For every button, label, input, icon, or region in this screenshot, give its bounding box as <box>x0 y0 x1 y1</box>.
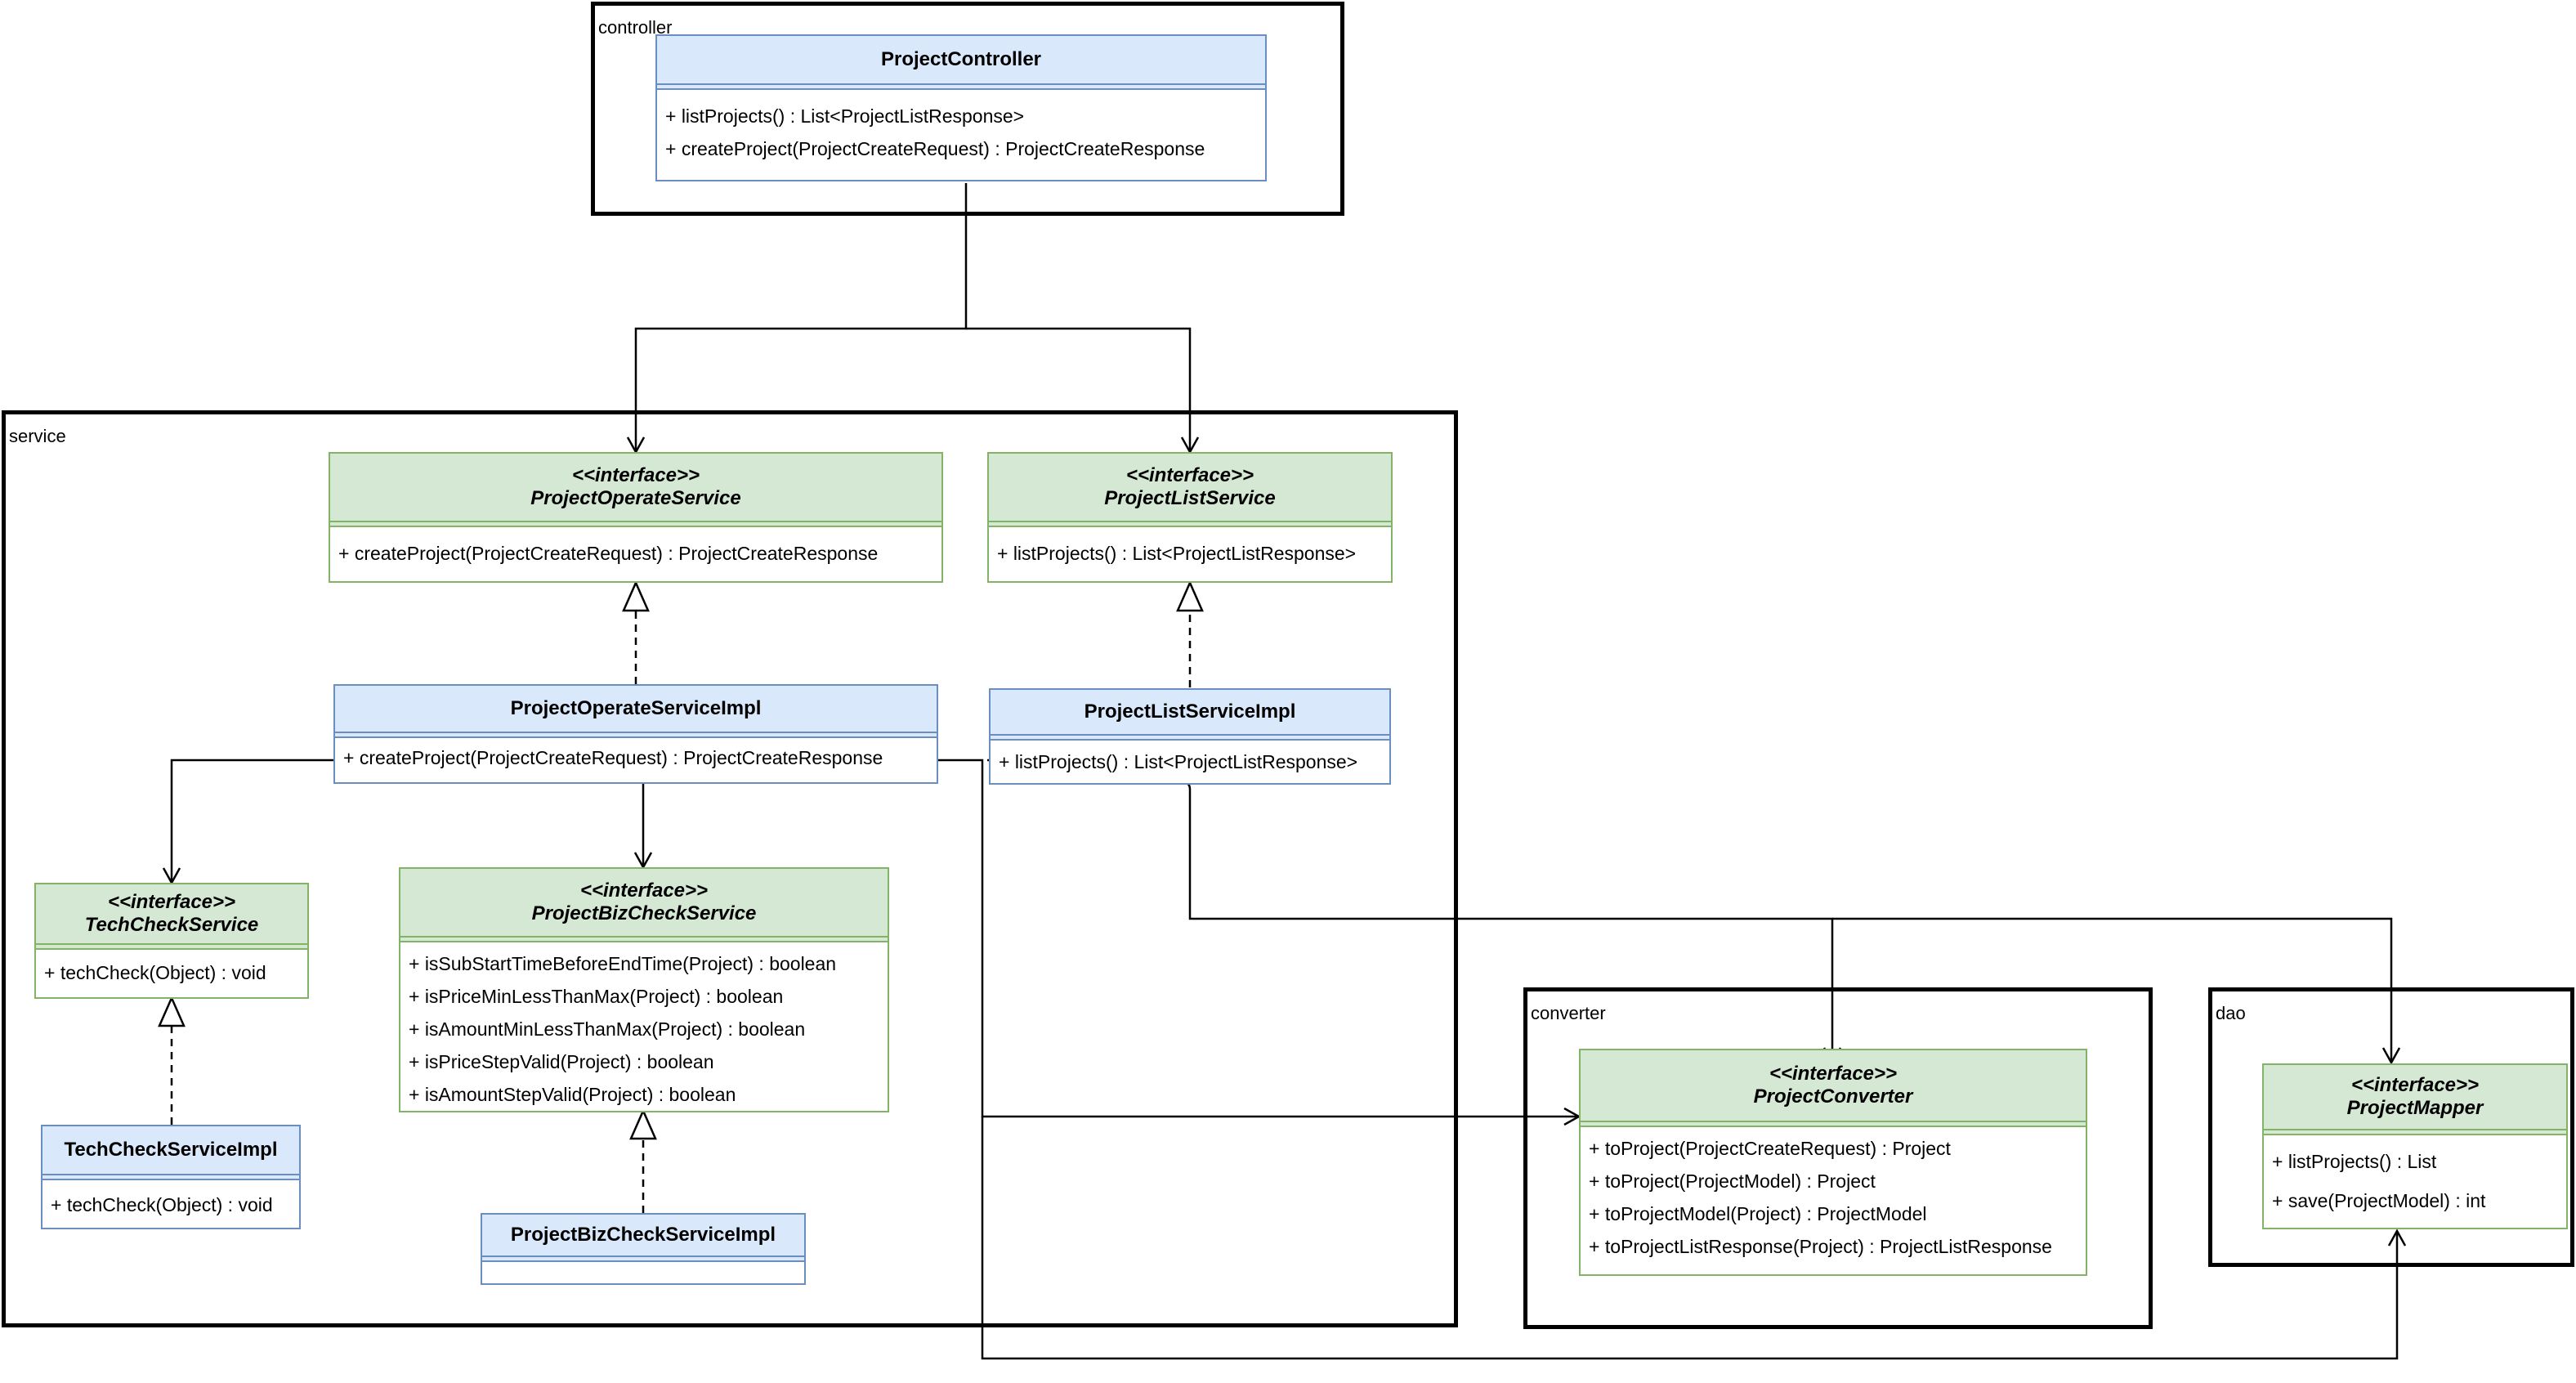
method: + isSubStartTimeBeforeEndTime(Project) :… <box>409 953 837 974</box>
interface-project-operate-service[interactable]: <<interface>> ProjectOperateService + cr… <box>329 452 943 583</box>
attribute-compartment <box>989 521 1391 527</box>
method: + isAmountStepValid(Project) : boolean <box>409 1084 736 1105</box>
package-label: controller <box>598 17 673 38</box>
attribute-compartment <box>330 521 941 527</box>
interface-project-biz-check-service[interactable]: <<interface>> ProjectBizCheckService + i… <box>399 867 889 1112</box>
stereotype: <<interface>> <box>1125 464 1254 486</box>
class-name: ProjectConverter <box>1753 1085 1913 1108</box>
attribute-compartment <box>1581 1121 2086 1127</box>
attribute-compartment <box>482 1255 804 1262</box>
class-header: ProjectListServiceImpl <box>991 690 1389 734</box>
method-list: + createProject(ProjectCreateRequest) : … <box>335 738 937 782</box>
class-name: ProjectOperateService <box>530 487 741 509</box>
method: + createProject(ProjectCreateRequest) : … <box>338 543 879 564</box>
method: + isPriceMinLessThanMax(Project) : boole… <box>409 986 784 1007</box>
dependency-controller-to-operate-service <box>636 183 968 452</box>
class-header: <<interface>> ProjectBizCheckService <box>400 869 888 936</box>
attribute-compartment <box>657 83 1265 90</box>
method-list: + listProjects() : List<ProjectListRespo… <box>991 741 1389 783</box>
method: + listProjects() : List<ProjectListRespo… <box>997 543 1357 564</box>
interface-project-list-service[interactable]: <<interface>> ProjectListService + listP… <box>987 452 1393 583</box>
class-name: ProjectController <box>880 48 1042 70</box>
stereotype: <<interface>> <box>579 879 709 902</box>
method-list <box>482 1262 804 1283</box>
method: + techCheck(Object) : void <box>51 1194 273 1215</box>
method: + toProjectModel(Project) : ProjectModel <box>1589 1203 1927 1224</box>
class-name: ProjectBizCheckService <box>531 902 757 924</box>
class-name: ProjectMapper <box>2346 1097 2484 1119</box>
interface-project-mapper[interactable]: <<interface>> ProjectMapper + listProjec… <box>2262 1063 2568 1229</box>
attribute-compartment <box>42 1174 299 1180</box>
package-label: dao <box>2216 1003 2246 1023</box>
package-dao: dao <box>2208 987 2574 1267</box>
method: + toProject(ProjectModel) : Project <box>1589 1170 1876 1192</box>
package-service: service <box>2 410 1458 1327</box>
attribute-compartment <box>991 734 1389 741</box>
stereotype: <<interface>> <box>1769 1063 1898 1085</box>
class-project-operate-service-impl[interactable]: ProjectOperateServiceImpl + createProjec… <box>333 684 938 784</box>
class-name: TechCheckService <box>84 914 259 936</box>
method-list: + techCheck(Object) : void <box>42 1180 299 1228</box>
method: + toProjectListResponse(Project) : Proje… <box>1589 1236 2052 1257</box>
stereotype: <<interface>> <box>571 464 700 486</box>
class-project-biz-check-service-impl[interactable]: ProjectBizCheckServiceImpl <box>481 1213 806 1285</box>
class-project-list-service-impl[interactable]: ProjectListServiceImpl + listProjects() … <box>989 688 1391 785</box>
attribute-compartment <box>335 732 937 738</box>
stereotype: <<interface>> <box>2350 1074 2480 1096</box>
class-name: ProjectOperateServiceImpl <box>510 697 762 719</box>
class-header: <<interface>> ProjectConverter <box>1581 1050 2086 1121</box>
dependency-operate-impl-to-converter <box>937 759 1579 1117</box>
method-list: + listProjects() : List + save(ProjectMo… <box>2264 1135 2566 1228</box>
method-list: + listProjects() : List<ProjectListRespo… <box>989 527 1391 581</box>
method: + createProject(ProjectCreateRequest) : … <box>343 747 883 768</box>
class-header: <<interface>> ProjectMapper <box>2264 1065 2566 1129</box>
method: + createProject(ProjectCreateRequest) : … <box>665 138 1205 159</box>
interface-tech-check-service[interactable]: <<interface>> TechCheckService + techChe… <box>34 883 309 999</box>
method: + listProjects() : List<ProjectListRespo… <box>665 105 1025 127</box>
method-list: + isSubStartTimeBeforeEndTime(Project) :… <box>400 942 888 1111</box>
class-header: ProjectController <box>657 36 1265 83</box>
method: + techCheck(Object) : void <box>44 962 266 983</box>
class-header: ProjectBizCheckServiceImpl <box>482 1215 804 1255</box>
method-list: + createProject(ProjectCreateRequest) : … <box>330 527 941 581</box>
class-header: <<interface>> ProjectListService <box>989 454 1391 521</box>
package-converter: converter <box>1523 987 2153 1329</box>
class-name: ProjectListServiceImpl <box>1084 700 1296 723</box>
method: + listProjects() : List <box>2272 1151 2437 1172</box>
class-tech-check-service-impl[interactable]: TechCheckServiceImpl + techCheck(Object)… <box>41 1125 301 1229</box>
attribute-compartment <box>2264 1129 2566 1135</box>
class-header: <<interface>> TechCheckService <box>36 884 307 943</box>
method-list: + listProjects() : List<ProjectListRespo… <box>657 90 1265 180</box>
method: + save(ProjectModel) : int <box>2272 1190 2486 1211</box>
class-name: ProjectListService <box>1104 487 1276 509</box>
method: + toProject(ProjectCreateRequest) : Proj… <box>1589 1138 1951 1159</box>
class-header: ProjectOperateServiceImpl <box>335 686 937 732</box>
class-header: TechCheckServiceImpl <box>42 1126 299 1174</box>
method-list: + techCheck(Object) : void <box>36 950 307 997</box>
package-label: service <box>9 426 66 446</box>
method: + isPriceStepValid(Project) : boolean <box>409 1051 714 1072</box>
attribute-compartment <box>36 943 307 950</box>
method: + listProjects() : List<ProjectListRespo… <box>999 751 1358 772</box>
dependency-operate-impl-to-tech-check <box>172 759 333 883</box>
method-list: + toProject(ProjectCreateRequest) : Proj… <box>1581 1127 2086 1274</box>
class-header: <<interface>> ProjectOperateService <box>330 454 941 521</box>
stereotype: <<interface>> <box>107 891 236 913</box>
package-label: converter <box>1531 1003 1606 1023</box>
interface-project-converter[interactable]: <<interface>> ProjectConverter + toProje… <box>1579 1049 2087 1276</box>
class-name: ProjectBizCheckServiceImpl <box>510 1224 776 1246</box>
method: + isAmountMinLessThanMax(Project) : bool… <box>409 1018 806 1040</box>
class-name: TechCheckServiceImpl <box>64 1139 278 1161</box>
dependency-operate-impl-to-mapper <box>981 1117 2397 1360</box>
package-controller: controller <box>591 2 1344 216</box>
class-project-controller[interactable]: ProjectController + listProjects() : Lis… <box>655 34 1267 181</box>
attribute-compartment <box>400 936 888 942</box>
dependency-list-impl-to-mapper <box>1832 917 2391 1063</box>
